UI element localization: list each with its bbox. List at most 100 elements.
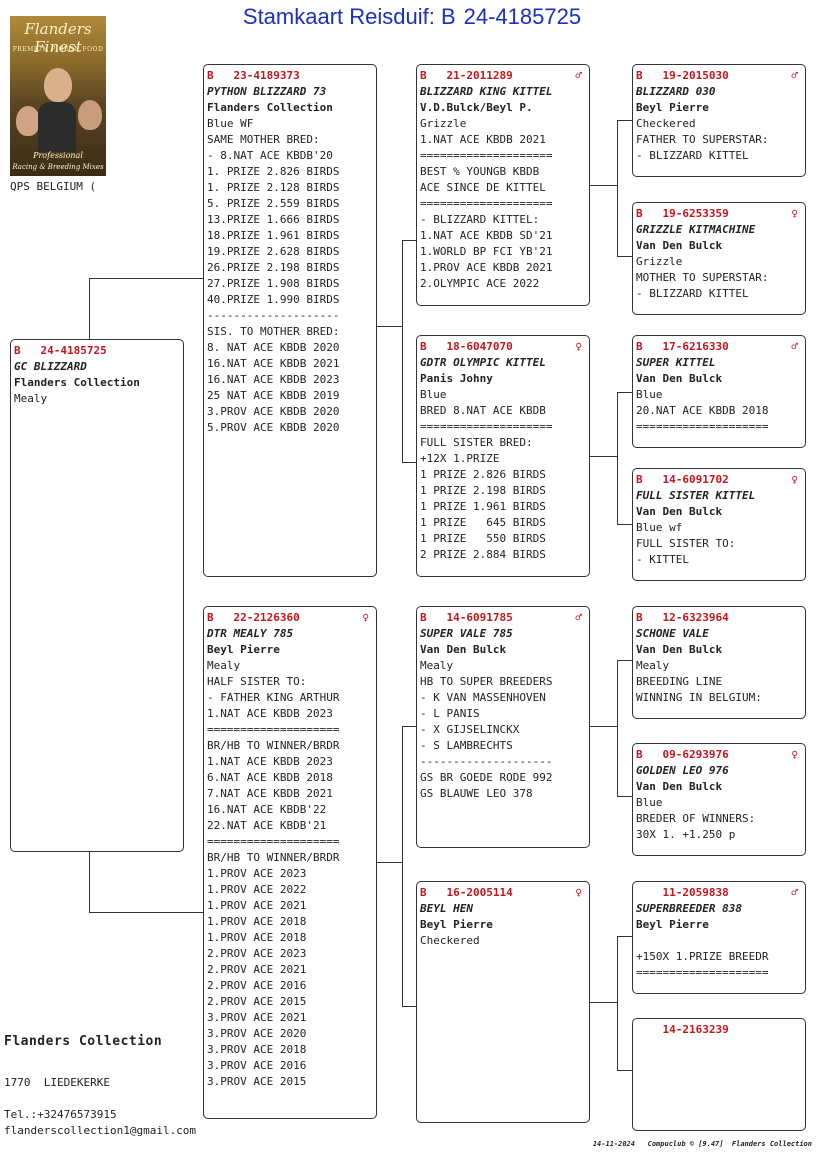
pedigree-line: +150X 1.PRIZE BREEDR [636, 950, 769, 963]
pedigree-line: FULL SISTER TO: [636, 537, 736, 550]
ring-number-text: B 19-2015030 [636, 69, 729, 82]
pedigree-line: Blue wf [636, 521, 683, 534]
pedigree-line: ==================== [420, 420, 553, 433]
connector-line [589, 1002, 617, 1003]
connector-line [376, 326, 402, 327]
pigeon-name: SUPERBREEDER 838 [636, 902, 742, 915]
pigeon-owner: Beyl Pierre [420, 918, 493, 931]
connector-line [617, 392, 632, 393]
connector-line [617, 524, 632, 525]
pedigree-line: ==================== [207, 723, 340, 736]
pedigree-line: - BLIZZARD KITTEL [636, 287, 749, 300]
pedigree-line: 3.PROV ACE 2015 [207, 1075, 307, 1088]
pedigree-line: Mealy [636, 659, 670, 672]
pedigree-line: 16.NAT ACE KBDB'22 [207, 803, 327, 816]
pigeon-owner: Van Den Bulck [636, 505, 723, 518]
pedigree-line: ==================== [207, 835, 340, 848]
pigeon-owner: Van Den Bulck [636, 372, 723, 385]
ring-number-text: B 12-6323964 [636, 611, 729, 624]
ring-number: B 17-6216330♂ [636, 339, 802, 355]
connector-line [589, 726, 617, 727]
breeder-city: 1770 LIEDEKERKE [4, 1076, 110, 1089]
connector-line [589, 185, 617, 186]
female-icon: ♀ [791, 748, 798, 761]
pedigree-line: - X GIJSELINCKX [420, 723, 520, 736]
person-icon [16, 106, 40, 136]
connector-line [617, 936, 618, 1070]
pedigree-line: 19.PRIZE 2.628 BIRDS [207, 245, 340, 258]
ring-number: B 16-2005114♀ [420, 885, 586, 901]
pedigree-line: ==================== [420, 197, 553, 210]
ring-number: B 14-6091702♀ [636, 472, 802, 488]
pedigree-line: 5. PRIZE 2.559 BIRDS [207, 197, 340, 210]
person-body-icon [38, 102, 76, 152]
pedigree-line: 2.PROV ACE 2021 [207, 963, 307, 976]
ring-number: B 12-6323964 [636, 610, 802, 626]
pigeon-name: GOLDEN LEO 976 [636, 764, 729, 777]
male-icon: ♂ [791, 69, 798, 82]
pedigree-line: 1.NAT ACE KBDB 2021 [420, 133, 546, 146]
pedigree-line: 2 PRIZE 2.884 BIRDS [420, 548, 546, 561]
connector-line [376, 862, 402, 863]
logo-title: Flanders Finest [24, 20, 92, 56]
connector-line [402, 462, 416, 463]
title-ring: 24-4185725 [463, 4, 582, 29]
ring-number-text: B 24-4185725 [14, 344, 107, 357]
pedigree-line: ==================== [636, 966, 769, 979]
pigeon-name: GDTR OLYMPIC KITTEL [420, 356, 546, 369]
pigeon-owner: Van Den Bulck [636, 643, 723, 656]
logo-subtitle: PREMIUM PIGEON FOOD [12, 46, 104, 53]
pedigree-line: BR/HB TO WINNER/BRDR [207, 851, 340, 864]
pedigree-line: 1.PROV ACE 2021 [207, 899, 307, 912]
pedigree-line: SAME MOTHER BRED: [207, 133, 320, 146]
ring-number: B 22-2126360♀ [207, 610, 373, 626]
pigeon-name: BLIZZARD KING KITTEL [420, 85, 553, 98]
pedigree-line: 3.PROV ACE 2020 [207, 1027, 307, 1040]
male-icon: ♂ [575, 611, 582, 624]
pedigree-line: ==================== [420, 149, 553, 162]
pedigree-line: 1.PROV ACE 2018 [207, 915, 307, 928]
person-icon [78, 100, 102, 130]
pedigree-line: HB TO SUPER BREEDERS [420, 675, 553, 688]
pedigree-line: 1.NAT ACE KBDB 2023 [207, 707, 333, 720]
female-icon: ♀ [362, 611, 369, 624]
pigeon-name: BEYL HEN [420, 902, 473, 915]
ring-number: 11-2059838♂ [636, 885, 802, 901]
male-icon: ♂ [575, 69, 582, 82]
ring-number-text: 11-2059838 [636, 886, 729, 899]
pedigree-line: Blue [420, 388, 447, 401]
pedigree-line: FULL SISTER BRED: [420, 436, 533, 449]
pedigree-line: 1. PRIZE 2.826 BIRDS [207, 165, 340, 178]
pedigree-line: 3.PROV ACE KBDB 2020 [207, 405, 340, 418]
pedigree-line: BEST % YOUNGB KBDB [420, 165, 540, 178]
pedigree-line: - BLIZZARD KITTEL: [420, 213, 540, 226]
breeder-name: Flanders Collection [4, 1034, 163, 1049]
pedigree-line: 22.NAT ACE KBDB'21 [207, 819, 327, 832]
pedigree-line: 26.PRIZE 2.198 BIRDS [207, 261, 340, 274]
ring-number: B 18-6047070♀ [420, 339, 586, 355]
pedigree-line: 1.NAT ACE KBDB 2023 [207, 755, 333, 768]
connector-line [402, 726, 416, 727]
logo-label: QPS BELGIUM ( [10, 180, 97, 193]
connector-line [617, 120, 618, 256]
title-prefix: Stamkaart Reisduif: B [242, 4, 456, 29]
pedigree-line: 1 PRIZE 2.198 BIRDS [420, 484, 546, 497]
ring-number-text: B 18-6047070 [420, 340, 513, 353]
pedigree-line: 25 NAT ACE KBDB 2019 [207, 389, 340, 402]
pedigree-line: -------------------- [207, 309, 340, 322]
ring-number: B 19-2015030 ♂ [636, 68, 802, 84]
pedigree-line: Blue WF [207, 117, 254, 130]
connector-line [617, 936, 632, 937]
pedigree-line: - KITTEL [636, 553, 689, 566]
pedigree-line: - FATHER KING ARTHUR [207, 691, 340, 704]
pedigree-line: 2.OLYMPIC ACE 2022 [420, 277, 540, 290]
pedigree-line: 1.PROV ACE 2018 [207, 931, 307, 944]
connector-line [402, 726, 403, 1006]
female-icon: ♀ [575, 886, 582, 899]
ring-number-text: B 09-6293976 [636, 748, 729, 761]
